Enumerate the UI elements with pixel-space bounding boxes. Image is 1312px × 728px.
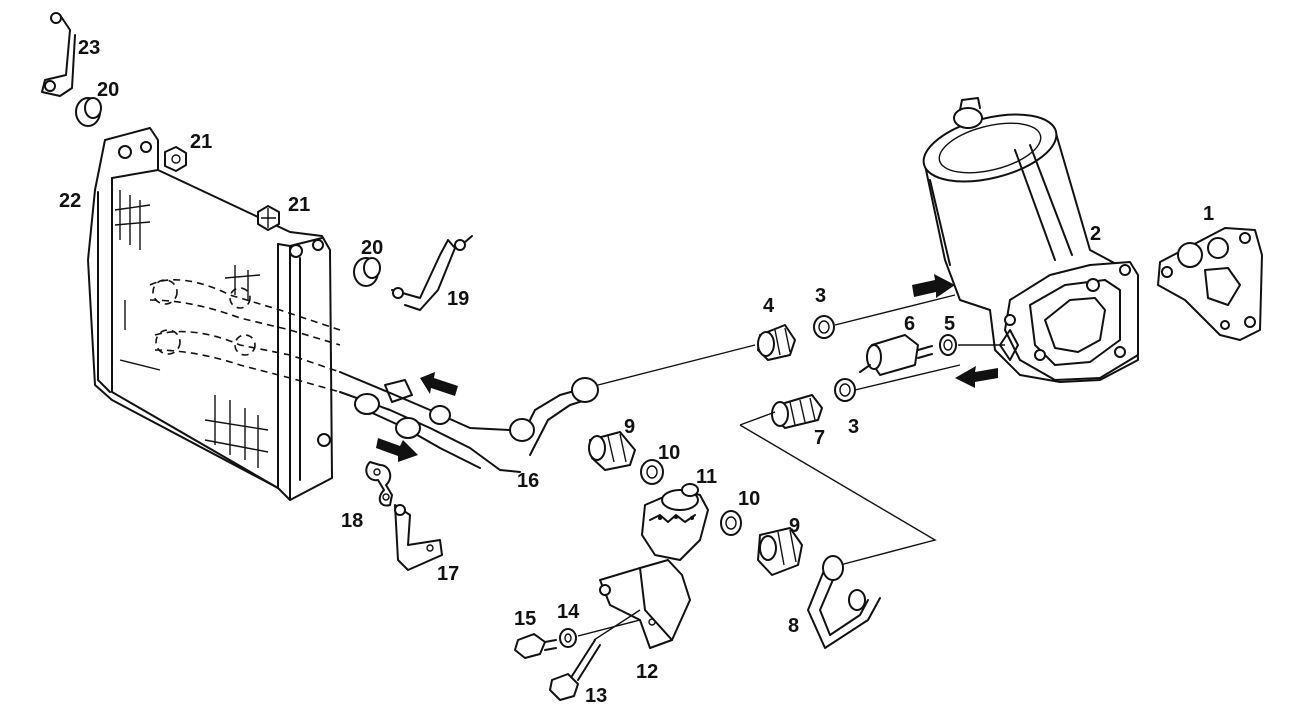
- sealing-ring-10a: [640, 459, 664, 485]
- label-20b: 20: [361, 237, 383, 259]
- label-10a: 10: [658, 442, 680, 464]
- label-9a: 9: [624, 416, 635, 438]
- label-16: 16: [517, 470, 539, 492]
- union-fitting-9a: [588, 431, 636, 471]
- part-labels: 1 2 3 3 4 5 6 7 8 9 9 10 10 11 12 13 14 …: [59, 37, 1214, 707]
- label-22: 22: [59, 190, 81, 212]
- hose-clip: [365, 461, 393, 507]
- washer-14: [559, 628, 577, 648]
- sealing-ring-5: [939, 334, 957, 356]
- label-2: 2: [1090, 223, 1101, 245]
- label-12: 12: [636, 661, 658, 683]
- label-23: 23: [78, 37, 100, 59]
- label-5: 5: [944, 313, 955, 335]
- label-11: 11: [696, 466, 717, 488]
- pressure-switch-6: [859, 334, 933, 376]
- label-13: 13: [585, 685, 607, 707]
- label-6: 6: [904, 313, 915, 335]
- label-3b: 3: [848, 416, 859, 438]
- union-fitting-9b: [757, 527, 803, 576]
- label-15: 15: [514, 608, 536, 630]
- oil-cooler-radiator: [87, 127, 341, 501]
- label-10b: 10: [738, 488, 760, 510]
- label-14: 14: [557, 601, 580, 623]
- rubber-grommet-lower: [353, 257, 381, 287]
- hex-nut-lower: [257, 205, 280, 231]
- flow-arrow-out: [376, 438, 418, 462]
- label-20a: 20: [97, 79, 119, 101]
- bolt-13: [549, 639, 601, 701]
- label-8: 8: [788, 615, 799, 637]
- gasket: [1157, 227, 1263, 341]
- label-18: 18: [341, 510, 363, 532]
- support-bracket-17: [394, 504, 443, 571]
- flow-arrow-in: [420, 372, 458, 396]
- thermostat-valve-11: [641, 483, 709, 561]
- rubber-grommet-upper: [75, 97, 102, 127]
- label-1: 1: [1203, 203, 1214, 225]
- oil-filter-housing: [922, 97, 1139, 383]
- sealing-ring-3b: [834, 378, 856, 402]
- union-fitting-7: [771, 394, 823, 429]
- label-17: 17: [437, 563, 459, 585]
- union-fitting-4: [757, 324, 796, 361]
- flow-arrow-housing-in: [912, 274, 955, 298]
- flow-arrow-housing-out: [955, 366, 998, 388]
- side-bracket: [391, 235, 473, 311]
- label-19: 19: [447, 288, 469, 310]
- label-3a: 3: [815, 285, 826, 307]
- label-4: 4: [763, 295, 775, 317]
- bolt-15: [514, 633, 557, 659]
- label-21a: 21: [190, 131, 212, 153]
- label-21b: 21: [288, 194, 310, 216]
- sealing-ring-3a: [813, 315, 835, 339]
- hex-nut-upper: [164, 146, 187, 172]
- label-9b: 9: [789, 515, 800, 537]
- oil-lines: [339, 371, 599, 473]
- upper-bracket: [41, 12, 76, 97]
- oil-pipe-8: [807, 555, 881, 649]
- label-7: 7: [814, 427, 825, 449]
- mounting-bracket-12: [599, 559, 691, 649]
- sealing-ring-10b: [720, 510, 742, 536]
